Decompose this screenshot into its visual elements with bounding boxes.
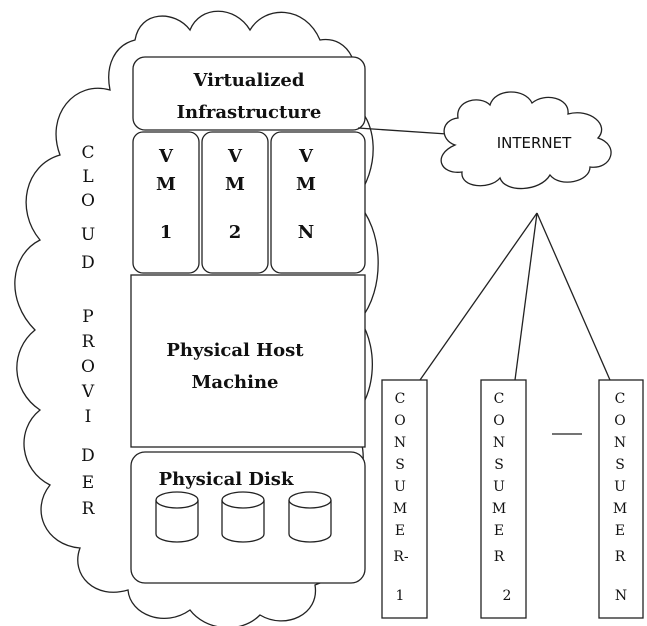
- vm-label: M: [156, 174, 176, 195]
- consumer-letter: E: [395, 523, 405, 539]
- vm-label: N: [298, 222, 314, 243]
- physical-host-box: Physical Host Machine: [130, 274, 366, 448]
- provider-letter: V: [81, 382, 95, 402]
- disk-cylinder-icon: [221, 491, 265, 543]
- consumer-letter: R: [615, 549, 626, 565]
- virtualized-line2: Infrastructure: [177, 102, 322, 123]
- consumer-letter: S: [395, 457, 405, 473]
- provider-letter: E: [82, 473, 94, 493]
- consumer-letter: 1: [396, 588, 405, 604]
- cloud-letter: D: [81, 253, 95, 273]
- consumer-letter: E: [615, 523, 625, 539]
- internet-label: INTERNET: [497, 134, 572, 152]
- consumer-letter: C: [615, 391, 626, 407]
- vm-box-1: V M 1: [132, 131, 200, 274]
- host-line2: Machine: [191, 372, 278, 393]
- virtualized-infrastructure-box: Virtualized Infrastructure: [132, 56, 366, 131]
- provider-letter: I: [85, 407, 92, 427]
- vm-label: 1: [160, 222, 173, 243]
- consumer-letter: U: [493, 479, 505, 495]
- provider-letter: D: [81, 446, 95, 466]
- consumer-letter: S: [494, 457, 504, 473]
- cloud-letter: L: [82, 167, 93, 187]
- virtualized-line1: Virtualized: [193, 70, 305, 91]
- consumer-letter: M: [613, 501, 627, 517]
- consumer-box-n: C O N S U M E R N: [598, 379, 644, 619]
- consumer-letter: S: [615, 457, 625, 473]
- vm-label: M: [296, 174, 316, 195]
- consumer-letter: E: [494, 523, 504, 539]
- vm-box-n: V M N: [270, 131, 366, 274]
- vm-label: 2: [229, 222, 242, 243]
- vm-box-2: V M 2: [201, 131, 269, 274]
- consumer-letter: M: [393, 501, 407, 517]
- connector-line: [536, 212, 611, 381]
- internet-cloud: INTERNET: [440, 91, 612, 190]
- vm-label: M: [225, 174, 245, 195]
- host-line1: Physical Host: [166, 340, 304, 361]
- consumer-letter: N: [394, 435, 406, 451]
- connector-line: [419, 212, 538, 381]
- consumer-box-2: C O N S U M E R 2: [480, 379, 527, 619]
- consumer-letter: N: [493, 435, 505, 451]
- consumer-letter: U: [614, 479, 626, 495]
- cloud-letter: O: [81, 191, 95, 211]
- connector-line: [357, 127, 448, 135]
- vm-label: V: [227, 146, 243, 167]
- cloud-letter: U: [81, 225, 95, 245]
- consumer-letter: R: [494, 549, 505, 565]
- consumer-letter: 2: [503, 588, 512, 604]
- disk-cylinder-icon: [155, 491, 199, 543]
- consumer-letter: O: [614, 413, 625, 429]
- disk-title: Physical Disk: [159, 469, 294, 490]
- provider-letter: R: [82, 332, 96, 352]
- consumer-box-1: C O N S U M E R- 1: [381, 379, 428, 619]
- cloud-provider-label: C L O U D P R O V I D E R: [81, 143, 96, 519]
- vm-label: V: [158, 146, 174, 167]
- consumer-letter: U: [394, 479, 406, 495]
- connector-line: [514, 212, 538, 381]
- provider-letter: R: [82, 499, 96, 519]
- consumer-letter: O: [493, 413, 504, 429]
- provider-letter: P: [82, 307, 93, 327]
- consumer-letter: M: [492, 501, 506, 517]
- consumer-letter: C: [494, 391, 505, 407]
- cloud-letter: C: [81, 143, 94, 163]
- vm-label: V: [298, 146, 314, 167]
- consumer-letter: C: [395, 391, 406, 407]
- physical-disk-box: Physical Disk: [130, 451, 366, 584]
- consumer-letter: O: [394, 413, 405, 429]
- disk-cylinder-icon: [288, 491, 332, 543]
- consumer-letter: N: [615, 588, 627, 604]
- consumer-letter: R-: [393, 549, 409, 565]
- consumer-letter: N: [614, 435, 626, 451]
- provider-letter: O: [81, 357, 95, 377]
